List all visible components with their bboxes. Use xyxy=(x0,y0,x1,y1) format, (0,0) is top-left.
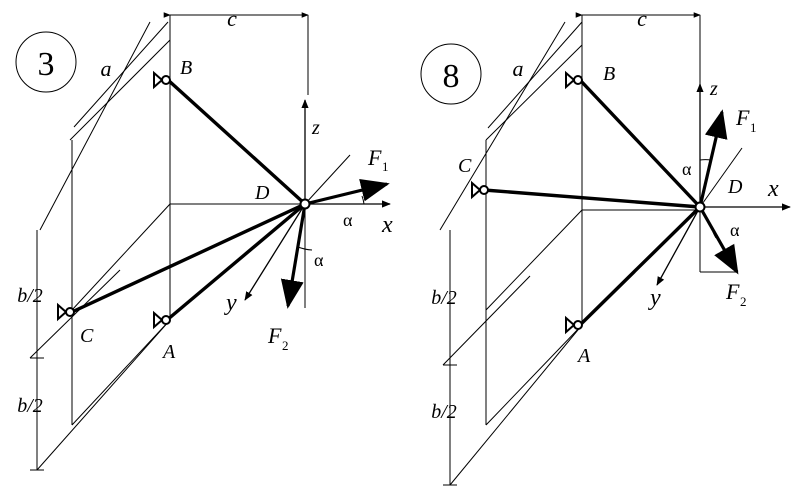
label-A: A xyxy=(161,341,176,363)
label-a: a xyxy=(101,56,112,81)
support-A xyxy=(154,313,170,327)
support-B xyxy=(154,73,170,87)
rod-CD xyxy=(72,204,305,312)
mid-diag xyxy=(72,204,170,310)
label-a: a xyxy=(513,56,524,81)
label-c: c xyxy=(227,6,237,31)
y-axis xyxy=(657,207,700,285)
left-frame-diag-1 xyxy=(440,22,565,230)
point-D xyxy=(301,200,310,209)
svg-text:2: 2 xyxy=(282,338,289,353)
mid-diag-2 xyxy=(30,270,120,358)
label-A: A xyxy=(576,345,591,367)
label-x: x xyxy=(381,212,393,238)
alpha-arc-1 xyxy=(362,196,364,204)
svg-text:F: F xyxy=(735,105,750,130)
aux-line xyxy=(305,155,350,204)
support-B xyxy=(566,73,582,87)
label-alpha-1: α xyxy=(682,159,692,179)
rod-BD xyxy=(168,80,305,204)
bottom-diag-1 xyxy=(450,325,582,485)
label-C: C xyxy=(458,155,472,177)
label-F2: F 2 xyxy=(725,279,747,309)
force-F1 xyxy=(305,184,387,204)
label-b-upper: b/2 xyxy=(431,287,457,309)
rod-BD xyxy=(580,80,700,207)
label-F1: F 1 xyxy=(735,105,757,135)
force-F2 xyxy=(288,204,305,306)
label-D: D xyxy=(254,182,270,204)
left-frame-diag-1 xyxy=(40,22,150,230)
diagram-3: 3 c a b/2 b/2 xyxy=(16,6,393,470)
label-z: z xyxy=(311,117,320,139)
svg-text:F: F xyxy=(367,145,382,170)
label-y: y xyxy=(648,285,661,311)
label-alpha-1: α xyxy=(343,210,353,230)
label-F1: F 1 xyxy=(367,145,389,174)
diagram-number: 3 xyxy=(38,46,55,83)
mid-diag xyxy=(486,210,582,310)
left-frame-diag-2 xyxy=(486,45,582,140)
diagram-8: 8 c a b/2 b/2 xyxy=(421,6,790,485)
label-b-lower: b/2 xyxy=(431,401,457,423)
svg-text:1: 1 xyxy=(750,120,757,135)
left-frame-diag-2 xyxy=(70,40,170,140)
label-F2: F 2 xyxy=(267,323,289,353)
label-alpha-2: α xyxy=(314,250,324,270)
label-C: C xyxy=(80,325,94,347)
label-D: D xyxy=(727,176,743,198)
svg-text:F: F xyxy=(267,323,282,348)
diagram-number-badge: 3 xyxy=(16,32,76,92)
rod-AD xyxy=(580,207,700,325)
bottom-diag-1 xyxy=(37,320,170,470)
label-b-lower: b/2 xyxy=(17,395,43,417)
svg-text:F: F xyxy=(725,279,740,304)
svg-text:2: 2 xyxy=(740,294,747,309)
label-c: c xyxy=(637,6,647,31)
label-alpha-2: α xyxy=(730,220,740,240)
diagram-number-badge: 8 xyxy=(421,44,481,104)
point-D xyxy=(696,203,705,212)
label-B: B xyxy=(603,63,615,85)
label-z: z xyxy=(709,78,718,100)
label-x: x xyxy=(767,176,779,202)
bottom-diag-2 xyxy=(486,325,582,425)
rod-CD xyxy=(484,190,700,207)
label-B: B xyxy=(180,57,192,79)
diagram-number: 8 xyxy=(443,58,460,95)
label-b-upper: b/2 xyxy=(17,285,43,307)
svg-text:1: 1 xyxy=(382,159,389,174)
support-A xyxy=(566,318,582,332)
label-y: y xyxy=(224,290,237,316)
